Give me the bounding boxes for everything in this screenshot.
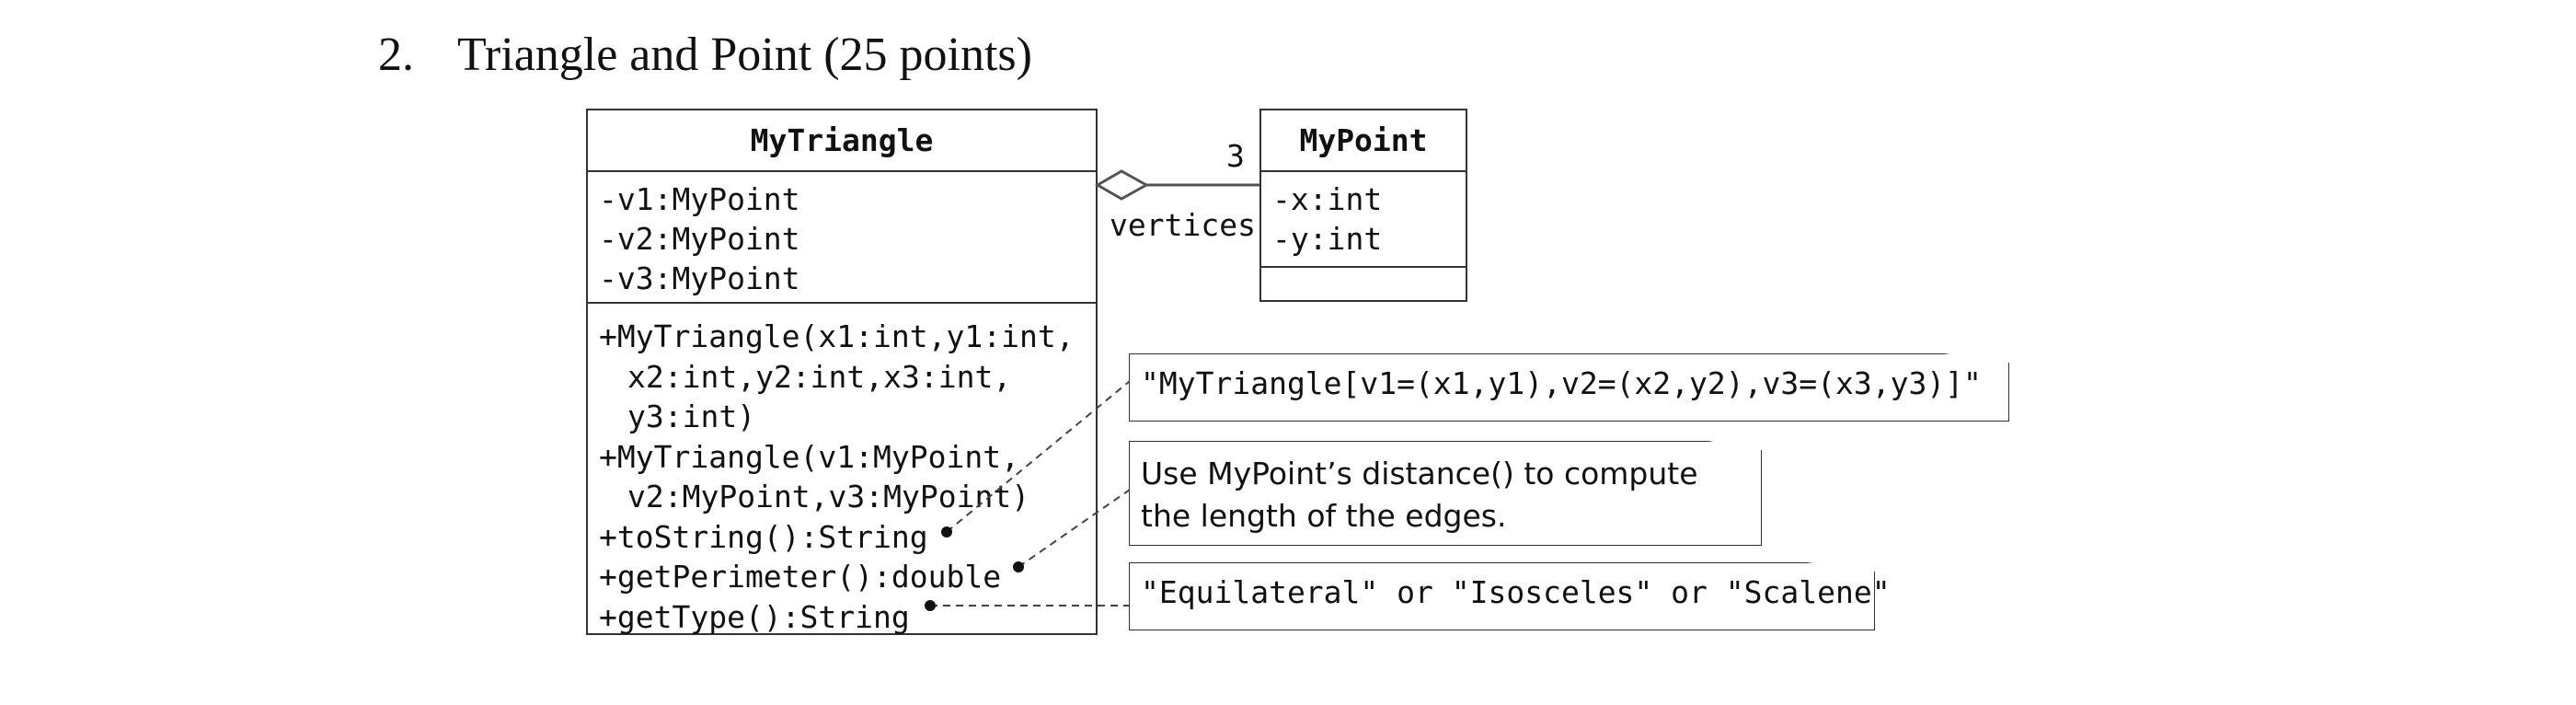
association-multiplicity: 3 <box>1226 138 1245 174</box>
attribute-x: -x:int <box>1272 181 1383 217</box>
note-tostring: "MyTriangle[v1=(x1,y1),v2=(x2,y2),v3=(x3… <box>1130 354 2008 421</box>
attribute-v3: -v3:MyPoint <box>599 260 800 296</box>
note-perimeter: Use MyPoint’s distance() to compute the l… <box>1130 442 1761 545</box>
note-tostring-text: "MyTriangle[v1=(x1,y1),v2=(x2,y2),v3=(x3… <box>1141 365 1982 401</box>
question-number: 2. <box>378 29 414 81</box>
note-type-text: "Equilateral" or "Isosceles" or "Scalene… <box>1141 574 1891 610</box>
tostring-anchor-dot-icon <box>941 526 952 537</box>
mytriangle-operations: +MyTriangle(x1:int,y1:int, x2:int,y2:int… <box>588 304 1096 637</box>
operation-tostring: +toString():String <box>599 518 928 555</box>
mytriangle-class-box: MyTriangle -v1:MyPoint -v2:MyPoint -v3:M… <box>586 109 1098 635</box>
operation-constructor-ints: +MyTriangle(x1:int,y1:int, <box>599 318 1075 354</box>
attribute-v2: -v2:MyPoint <box>599 221 800 257</box>
mypoint-class-box: MyPoint -x:int -y:int <box>1259 109 1467 302</box>
operation-gettype: +getType():String <box>599 598 910 635</box>
aggregation-diamond-icon <box>1094 169 1150 201</box>
note-perimeter-line2: the length of the edges. <box>1141 498 1507 534</box>
attribute-y: -y:int <box>1272 221 1383 257</box>
note-tostring-anchor-line <box>946 380 1131 533</box>
operation-constructor-points: +MyTriangle(v1:MyPoint, <box>599 438 1019 475</box>
operation-constructor-points-cont: v2:MyPoint,v3:MyPoint) <box>627 479 1030 514</box>
mypoint-class-name: MyPoint <box>1261 110 1466 172</box>
question-heading: 2. Triangle and Point (25 points) <box>378 28 1032 82</box>
question-title: Triangle and Point (25 points) <box>457 29 1032 81</box>
mytriangle-attributes: -v1:MyPoint -v2:MyPoint -v3:MyPoint <box>588 172 1096 304</box>
association-role-label: vertices <box>1110 207 1256 243</box>
note-perimeter-anchor-line <box>1018 489 1131 568</box>
attribute-v1: -v1:MyPoint <box>599 181 800 217</box>
note-type: "Equilateral" or "Isosceles" or "Scalene… <box>1130 563 1891 630</box>
note-perimeter-text: Use MyPoint’s distance() to compute the l… <box>1141 453 1698 537</box>
type-anchor-dot-icon <box>925 600 936 611</box>
operation-constructor-ints-end: y3:int) <box>627 399 756 434</box>
operation-constructor-ints-cont: x2:int,y2:int,x3:int, <box>627 358 1012 395</box>
operation-getperimeter: +getPerimeter():double <box>599 559 1002 595</box>
perimeter-anchor-dot-icon <box>1013 561 1024 572</box>
mypoint-attributes: -x:int -y:int <box>1261 172 1466 268</box>
mytriangle-class-name: MyTriangle <box>588 110 1096 172</box>
note-perimeter-line1: Use MyPoint’s distance() to compute <box>1141 456 1698 491</box>
